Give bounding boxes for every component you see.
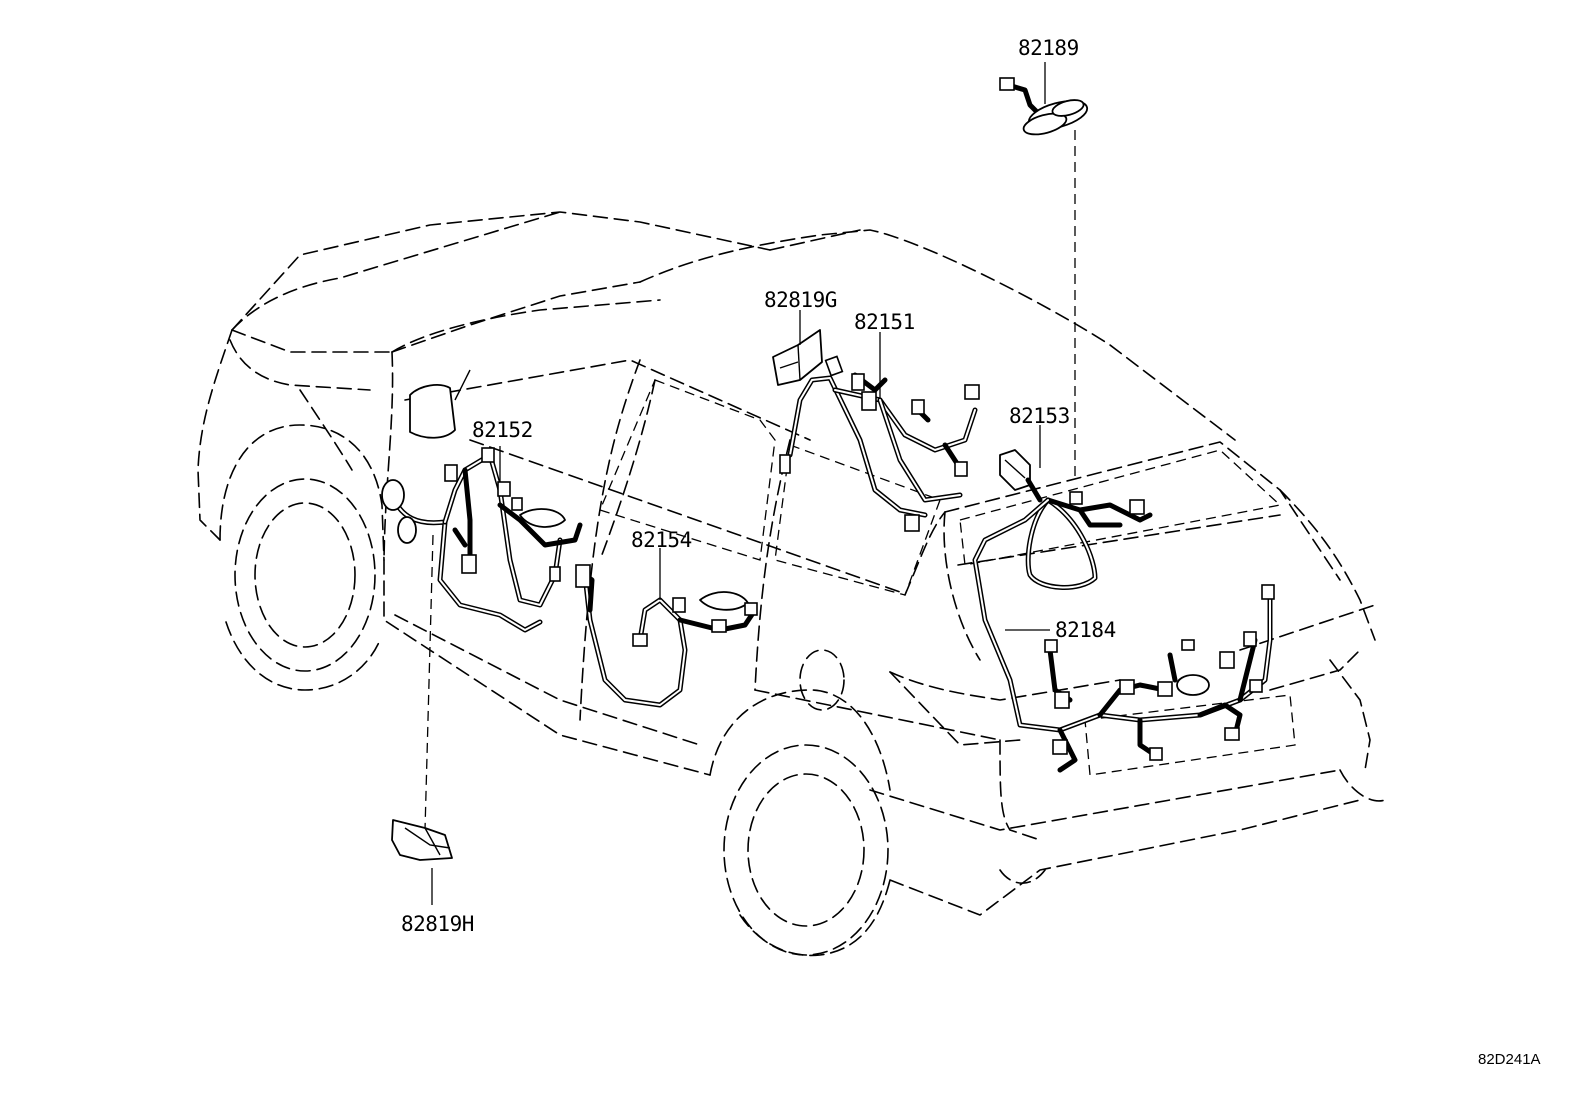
harness-82154 <box>575 564 758 708</box>
part-82819G <box>772 329 823 386</box>
callout-82154: 82154 <box>631 528 692 552</box>
diagram-code: 82D241A <box>1478 1051 1541 1068</box>
part-82819H <box>391 819 453 861</box>
callout-82152: 82152 <box>472 418 533 442</box>
leader-82819H-dashed <box>424 534 434 831</box>
callout-82184: 82184 <box>1055 618 1116 642</box>
harness-82184 <box>972 491 1275 773</box>
harness-82151 <box>779 355 980 532</box>
callout-82819G: 82819G <box>764 288 837 312</box>
part-82189 <box>999 77 1089 136</box>
callout-leaders <box>431 62 1050 905</box>
vehicle-body-outline <box>197 211 1386 957</box>
part-82153 <box>999 449 1043 503</box>
callout-82151: 82151 <box>854 310 915 334</box>
callout-82153: 82153 <box>1009 404 1070 428</box>
callout-82189: 82189 <box>1018 36 1079 60</box>
callout-82819H: 82819H <box>401 912 474 936</box>
harness-82152 <box>381 447 583 633</box>
side-mirror <box>409 369 471 439</box>
rear-emblem <box>1176 674 1210 696</box>
